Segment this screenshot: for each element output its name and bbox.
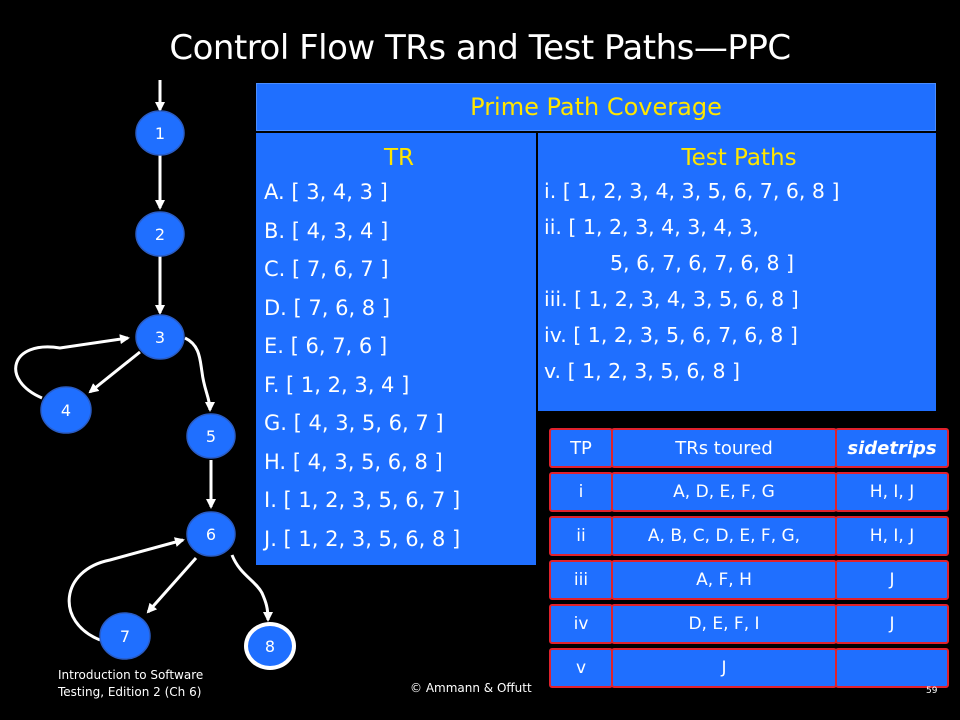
test-paths-box: Test Paths i. [ 1, 2, 3, 4, 3, 5, 6, 7, … — [538, 133, 936, 411]
ppc-header: Prime Path Coverage — [256, 83, 936, 131]
tr-item-a: A. [ 3, 4, 3 ] — [264, 180, 388, 204]
node-2: 2 — [135, 211, 185, 257]
test-path-ii-continued: 5, 6, 7, 6, 7, 6, 8 ] — [610, 251, 795, 275]
header-tp: TP — [549, 428, 613, 468]
svg-text:2: 2 — [155, 225, 165, 244]
row-i-toured: A, D, E, F, G — [611, 472, 837, 512]
tr-item-g: G. [ 4, 3, 5, 6, 7 ] — [264, 411, 444, 435]
svg-text:7: 7 — [120, 627, 130, 646]
header-sidetrips: sidetrips — [835, 428, 949, 468]
row-i-sidetrips: H, I, J — [835, 472, 949, 512]
row-iv-tp: iv — [549, 604, 613, 644]
svg-text:3: 3 — [155, 328, 165, 347]
tr-item-c: C. [ 7, 6, 7 ] — [264, 257, 389, 281]
test-path-iv: iv. [ 1, 2, 3, 5, 6, 7, 6, 8 ] — [544, 323, 798, 347]
footer-course-line2: Testing, Edition 2 (Ch 6) — [58, 685, 202, 699]
svg-text:8: 8 — [265, 637, 275, 656]
tr-item-d: D. [ 7, 6, 8 ] — [264, 295, 391, 320]
row-iv-sidetrips: J — [835, 604, 949, 644]
footer-course-line1: Introduction to Software — [58, 668, 204, 682]
tr-box: TR A. [ 3, 4, 3 ] B. [ 4, 3, 4 ] C. [ 7,… — [256, 133, 536, 565]
svg-text:1: 1 — [155, 124, 165, 143]
test-path-i: i. [ 1, 2, 3, 4, 3, 5, 6, 7, 6, 8 ] — [544, 179, 840, 203]
edge-3-4 — [88, 350, 141, 394]
edge-6-8 — [230, 554, 273, 622]
test-path-v: v. [ 1, 2, 3, 5, 6, 8 ] — [544, 359, 741, 383]
row-iii-tp: iii — [549, 560, 613, 600]
tr-item-e: E. [ 6, 7, 6 ] — [264, 334, 388, 358]
tr-title: TR — [383, 145, 415, 171]
row-ii-tp: ii — [549, 516, 613, 556]
node-8-final: 8 — [244, 622, 296, 670]
test-path-ii: ii. [ 1, 2, 3, 4, 3, 4, 3, — [544, 215, 759, 239]
slide-title: Control Flow TRs and Test Paths—PPC — [169, 28, 791, 68]
edge-7-6 — [67, 537, 185, 642]
tr-item-j: J. [ 1, 2, 3, 5, 6, 8 ] — [264, 526, 461, 551]
row-ii-sidetrips: H, I, J — [835, 516, 949, 556]
row-ii-toured: A, B, C, D, E, F, G, — [611, 516, 837, 556]
node-5: 5 — [186, 413, 236, 459]
node-6: 6 — [186, 511, 236, 557]
edge-3-5 — [184, 336, 215, 412]
svg-text:6: 6 — [206, 525, 216, 544]
row-i-tp: i — [549, 472, 613, 512]
tr-item-h: H. [ 4, 3, 5, 6, 8 ] — [264, 449, 443, 474]
svg-text:5: 5 — [206, 427, 216, 446]
footer-course: Introduction to Software Testing, Editio… — [58, 667, 203, 701]
tr-item-b: B. [ 4, 3, 4 ] — [264, 218, 389, 243]
node-1: 1 — [135, 110, 185, 156]
row-iv-toured: D, E, F, I — [611, 604, 837, 644]
row-iii-sidetrips: J — [835, 560, 949, 600]
page-number: 59 — [926, 686, 938, 696]
header-trs-toured: TRs toured — [611, 428, 837, 468]
edge-6-7 — [146, 557, 198, 614]
row-v-toured: J — [611, 648, 837, 688]
node-7: 7 — [99, 612, 151, 660]
test-paths-title: Test Paths — [681, 145, 797, 171]
row-v-tp: v — [549, 648, 613, 688]
row-iii-toured: A, F, H — [611, 560, 837, 600]
svg-text:4: 4 — [61, 401, 71, 420]
footer-copyright: © Ammann & Offutt — [410, 681, 532, 695]
row-v-sidetrips — [835, 648, 949, 688]
edge-4-3 — [14, 334, 130, 400]
node-3: 3 — [135, 314, 185, 360]
test-path-iii: iii. [ 1, 2, 3, 4, 3, 5, 6, 8 ] — [544, 287, 799, 311]
tr-item-i: I. [ 1, 2, 3, 5, 6, 7 ] — [264, 488, 461, 512]
tr-item-f: F. [ 1, 2, 3, 4 ] — [264, 372, 410, 397]
node-4: 4 — [40, 386, 92, 434]
